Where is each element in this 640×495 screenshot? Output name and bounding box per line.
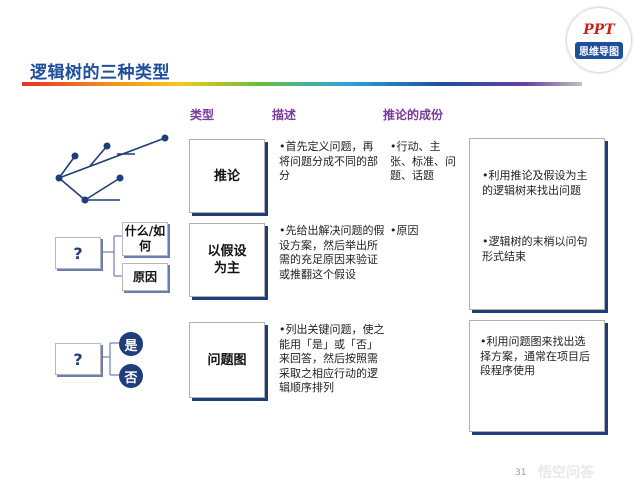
note-bottom-1: •利用问题图来找出选择方案，通常在项目后段程序使用 [480,335,590,377]
reason-label: 原因 [132,269,157,284]
note-top-1: •利用推论及假设为主的逻辑树来找出问题 [482,169,588,197]
header-desc: 描述 [272,108,297,122]
note-top-2: •逻辑树的末梢以问句形式结束 [482,235,588,263]
watermark: 悟空问答 [538,465,594,481]
type-box-inference: 推论 [189,139,265,213]
desc-inference: •首先定义问题，再将问题分成不同的部分 [279,140,378,182]
desc-issue-map: •列出关键问题，使之能用「是」或「否」来回答，然后按照需采取之相应行动的逻辑顺序… [279,323,385,394]
logo-brand: PPT [583,21,615,38]
issue-connector [100,342,120,376]
page-title: 逻辑树的三种类型 [30,63,170,83]
header-components: 推论的成份 [383,108,444,122]
logo-subtitle: 思维导图 [575,41,623,59]
type-label: 问题图 [207,352,247,368]
type-label: 推论 [213,168,240,184]
what-how-label: 什么/如何 [124,224,166,253]
tree-diagram [55,134,169,204]
yes-label: 是 [124,338,138,354]
desc-hypothesis: •先给出解决问题的假设方案，然后举出所需的充足原因来验证或推翻这个假设 [279,224,385,281]
no-label: 否 [124,370,138,386]
header-type: 类型 [190,108,215,122]
note-box-top: •利用推论及假设为主的逻辑树来找出问题 •逻辑树的末梢以问句形式结束 [469,138,605,310]
type-box-issue-map: 问题图 [189,322,265,398]
yes-circle: 是 [119,332,143,356]
components-hypothesis: •原因 [390,224,419,237]
question-mark: ? [73,243,83,263]
issue-question-box: ? [55,343,101,375]
components-inference: •行动、主张、标准、问题、话题 [390,140,456,182]
question-mark: ? [73,349,83,369]
no-circle: 否 [119,364,143,388]
hypothesis-question-box: ? [55,237,101,269]
title-underline [22,82,582,86]
hypothesis-reason-box: 原因 [122,263,168,291]
logo: PPT 思维导图 [567,8,631,72]
type-box-hypothesis: 以假设为主 [189,223,265,297]
type-label: 以假设为主 [207,244,247,276]
page-number: 31 [515,468,527,478]
note-box-bottom: •利用问题图来找出选择方案，通常在项目后段程序使用 [469,320,605,432]
hypothesis-what-how-box: 什么/如何 [122,222,168,256]
